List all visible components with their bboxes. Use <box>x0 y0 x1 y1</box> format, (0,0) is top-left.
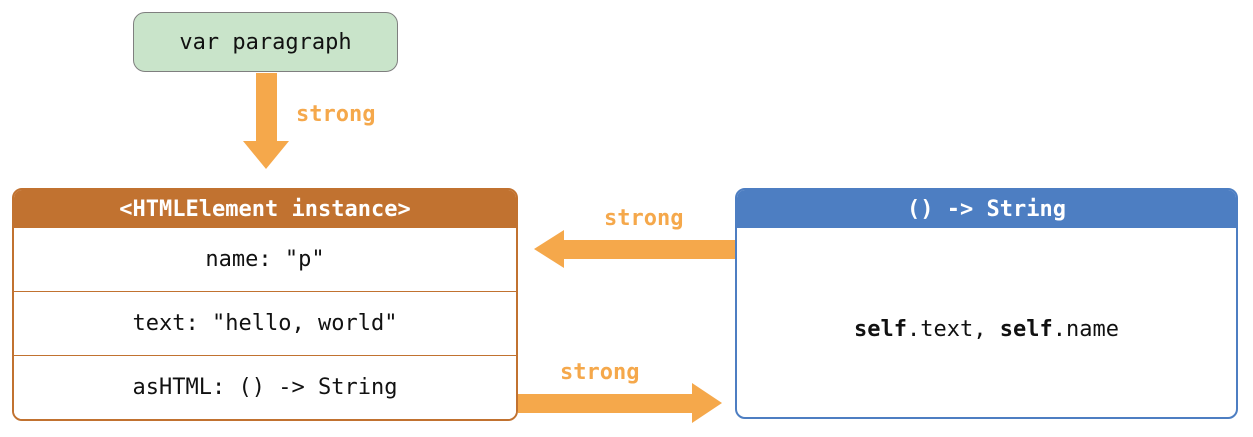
arrow-right-icon <box>692 383 722 423</box>
instance-box-title: <HTMLElement instance> <box>119 196 411 222</box>
closure-box: () -> String self.text, self.name <box>735 188 1238 419</box>
instance-row-ashtml-label: asHTML: () -> String <box>132 375 398 400</box>
arrow-left-icon <box>534 230 564 268</box>
variable-label: var paragraph <box>179 29 352 55</box>
instance-row-name-label: name: "p" <box>205 247 325 272</box>
arrow-var-to-instance-shaft <box>256 73 277 142</box>
strong-label-closure-to-instance: strong <box>604 206 684 231</box>
instance-row-name: name: "p" <box>14 228 516 291</box>
closure-capture-text: self.text, self.name <box>854 317 1119 342</box>
closure-box-title: () -> String <box>907 196 1066 222</box>
closure-capture-dot-text: .text, <box>907 317 1000 342</box>
closure-capture-self-2: self <box>999 317 1053 342</box>
variable-box: var paragraph <box>133 12 398 72</box>
instance-row-ashtml: asHTML: () -> String <box>14 355 516 419</box>
arrow-instance-to-closure-shaft <box>518 394 694 413</box>
arrow-closure-to-instance-shaft <box>560 240 735 259</box>
closure-capture-dot-name: .name <box>1052 317 1119 342</box>
closure-capture-self-1: self <box>854 317 908 342</box>
instance-box: <HTMLElement instance> name: "p" text: "… <box>12 188 518 421</box>
arrow-down-icon <box>243 141 289 169</box>
closure-box-body: self.text, self.name <box>737 228 1236 417</box>
closure-box-header: () -> String <box>737 190 1236 228</box>
strong-label-var-to-instance: strong <box>296 102 376 127</box>
instance-row-text: text: "hello, world" <box>14 291 516 355</box>
strong-label-instance-to-closure: strong <box>560 360 640 385</box>
instance-box-header: <HTMLElement instance> <box>14 190 516 228</box>
instance-row-text-label: text: "hello, world" <box>132 311 398 336</box>
